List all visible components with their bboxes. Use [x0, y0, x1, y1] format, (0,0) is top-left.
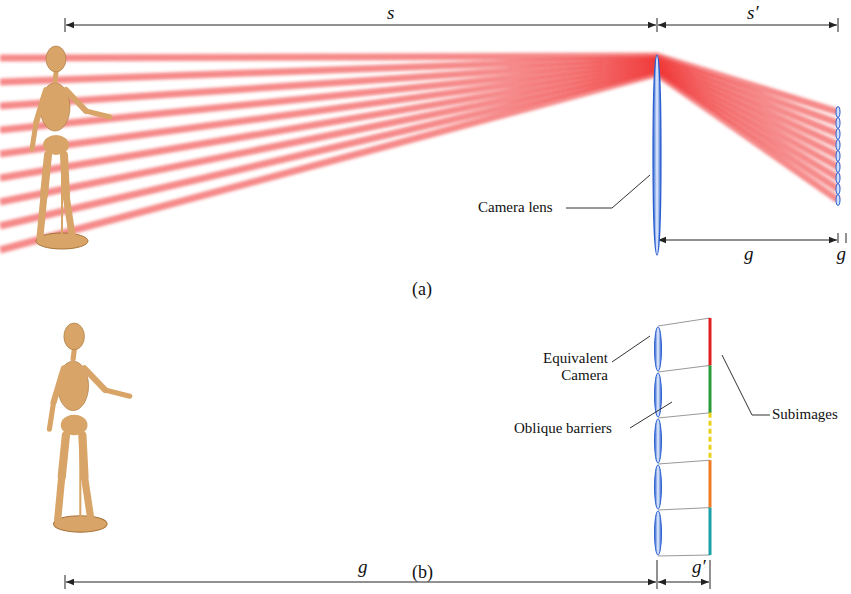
microlens-array — [836, 107, 840, 206]
camera-lens — [653, 55, 661, 255]
panel-label: (b) — [412, 562, 433, 583]
distance-label: g — [356, 556, 370, 578]
part-label: Equivalent Camera — [520, 350, 608, 385]
light-rays — [0, 56, 838, 250]
part-label: Subimages — [772, 406, 838, 423]
distance-label: g′ — [690, 556, 708, 578]
leader-line — [566, 175, 770, 428]
mannequin — [49, 323, 129, 532]
equivalent-camera-array — [655, 318, 711, 556]
distance-label: s — [385, 2, 396, 24]
distance-label: s′ — [745, 2, 761, 24]
panel-label: (a) — [412, 279, 432, 300]
distance-label: g — [742, 243, 756, 265]
mannequin — [32, 46, 110, 249]
part-label: Oblique barriers — [514, 420, 612, 437]
part-label: Camera lens — [478, 199, 553, 216]
dimension-line — [65, 560, 710, 589]
distance-label: g — [835, 243, 849, 265]
